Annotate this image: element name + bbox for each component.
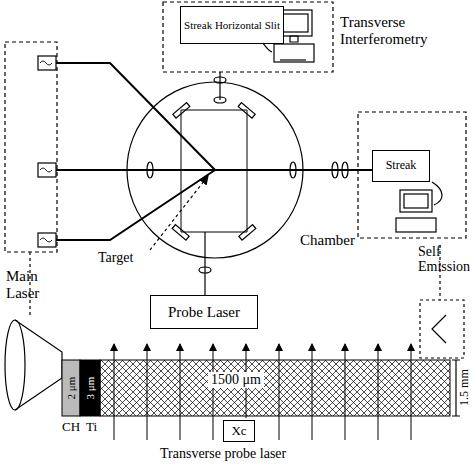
box-label: Xc	[231, 424, 246, 438]
annotation-label: Self Emission	[418, 244, 474, 275]
annotation-label: Main Laser	[6, 268, 56, 301]
annotation-label: Transverse probe laser	[160, 446, 286, 461]
annotation-label: 1.5 mm	[457, 370, 470, 407]
annotation-label: Target	[98, 250, 133, 265]
annotation-label: Chamber	[300, 232, 355, 249]
annotation-label: CH	[62, 420, 80, 434]
annotation-label: Transverse Interferometry	[340, 14, 470, 47]
instrument-box: Streak	[372, 150, 430, 182]
annotation-label: 2 μm	[65, 377, 77, 400]
annotation-label: 3 μm	[84, 377, 96, 400]
box-label: Streak Horizontal Slit	[184, 19, 280, 31]
box-label: Streak	[386, 159, 417, 172]
annotation-label: Ti	[86, 420, 97, 434]
instrument-box: Xc	[223, 420, 255, 442]
box-label: Probe Laser	[168, 304, 240, 321]
instrument-box: Streak Horizontal Slit	[180, 6, 284, 44]
annotation-label: 1500 μm	[208, 372, 264, 387]
instrument-box: Probe Laser	[150, 295, 258, 329]
